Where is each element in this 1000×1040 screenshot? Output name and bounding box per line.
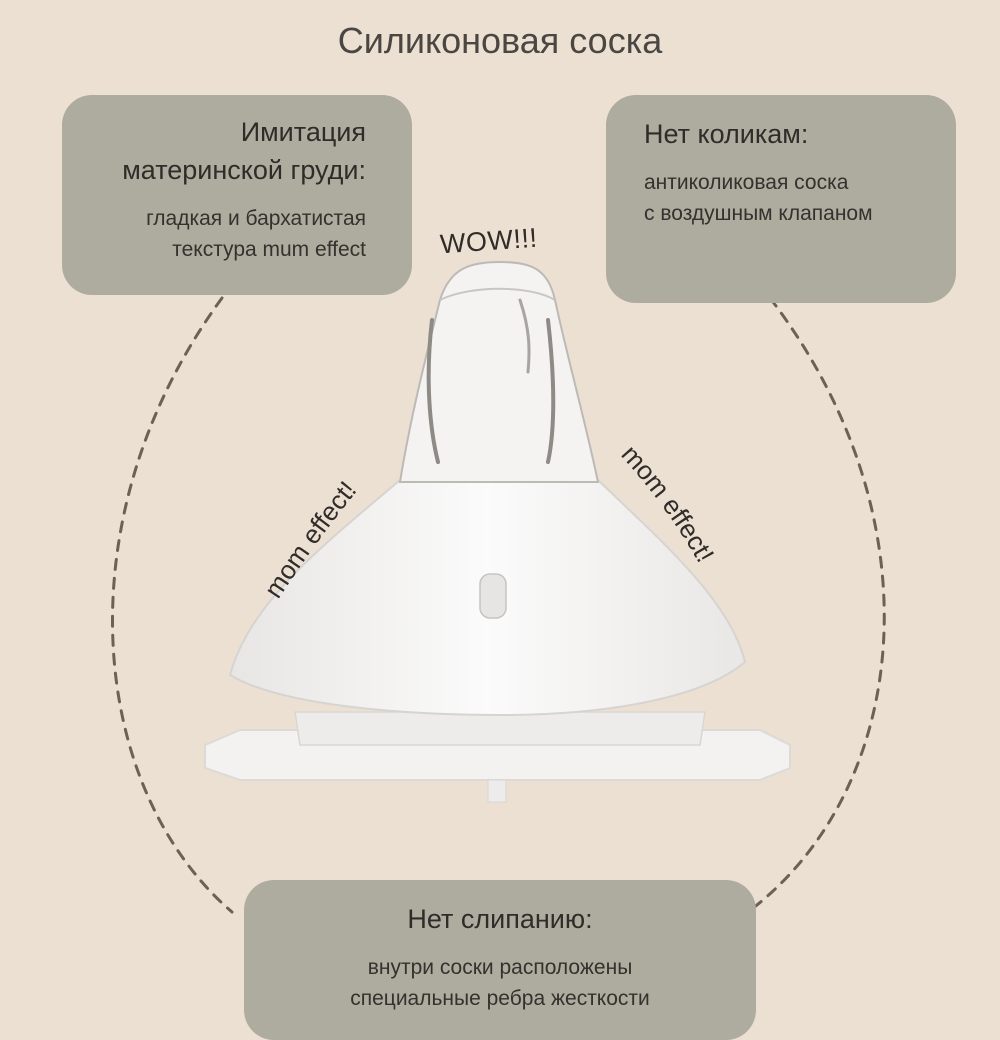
card-heading-line2: материнской груди: — [122, 155, 366, 185]
card-heading-line1: Имитация — [240, 117, 366, 147]
illustration-layer: mom effect! mom effect! — [111, 260, 886, 930]
card-heading: Нет слипанию: — [407, 904, 593, 934]
baby-bottle-nipple-image — [204, 260, 791, 803]
feature-card-breast-imitation: Имитация материнской груди: гладкая и ба… — [62, 95, 412, 295]
card-text-line2: с воздушным клапаном — [644, 202, 873, 225]
card-text-line2: текстура mum effect — [172, 238, 366, 261]
card-heading: Нет коликам: — [644, 119, 809, 149]
card-text-line2: специальные ребра жесткости — [350, 987, 650, 1010]
card-text-line1: внутри соски расположены — [367, 956, 633, 979]
dashed-connector-right — [746, 296, 886, 914]
card-text-line1: антиколиковая соска — [644, 171, 849, 194]
dashed-connector-left — [111, 296, 234, 914]
feature-card-no-colic: Нет коликам: антиколиковая соска с возду… — [606, 95, 956, 303]
card-text-line1: гладкая и бархатистая — [146, 207, 366, 230]
page-title: Силиконовая соска — [337, 20, 663, 61]
feature-card-no-sticking: Нет слипанию: внутри соски расположены с… — [244, 880, 756, 1040]
